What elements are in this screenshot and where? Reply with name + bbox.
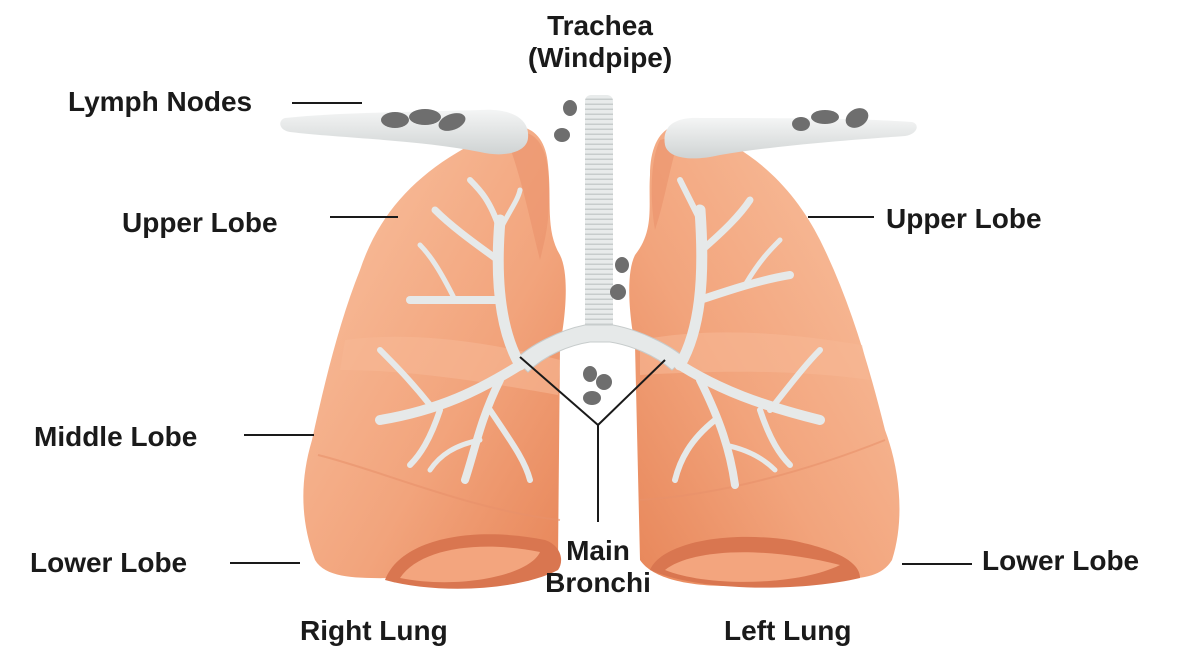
lower-lobe-left-leader-line bbox=[902, 563, 972, 565]
middle-lobe-leader-line bbox=[244, 434, 314, 436]
lymph-nodes-leader-line bbox=[292, 102, 362, 104]
upper-lobe-right-label: Upper Lobe bbox=[122, 207, 278, 239]
upper-lobe-left-leader-line bbox=[808, 216, 874, 218]
lower-lobe-right-leader-line bbox=[230, 562, 300, 564]
upper-lobe-right-leader-line bbox=[330, 216, 398, 218]
lower-lobe-left-label: Lower Lobe bbox=[982, 545, 1139, 577]
trachea bbox=[585, 95, 613, 330]
lymph-nodes-label: Lymph Nodes bbox=[68, 86, 252, 118]
main-bronchi-label: Main Bronchi bbox=[500, 535, 696, 599]
trachea-label-line1: Trachea bbox=[490, 10, 710, 42]
left-clavicle bbox=[664, 118, 916, 158]
lower-lobe-right-label: Lower Lobe bbox=[30, 547, 187, 579]
trachea-label: Trachea (Windpipe) bbox=[490, 10, 710, 74]
main-bronchi-label-line2: Bronchi bbox=[500, 567, 696, 599]
main-bronchi-label-line1: Main bbox=[500, 535, 696, 567]
upper-lobe-left-label: Upper Lobe bbox=[886, 203, 1042, 235]
middle-lobe-label: Middle Lobe bbox=[34, 421, 197, 453]
trachea-label-line2: (Windpipe) bbox=[490, 42, 710, 74]
left-lung-label: Left Lung bbox=[724, 615, 852, 647]
right-lung-label: Right Lung bbox=[300, 615, 448, 647]
